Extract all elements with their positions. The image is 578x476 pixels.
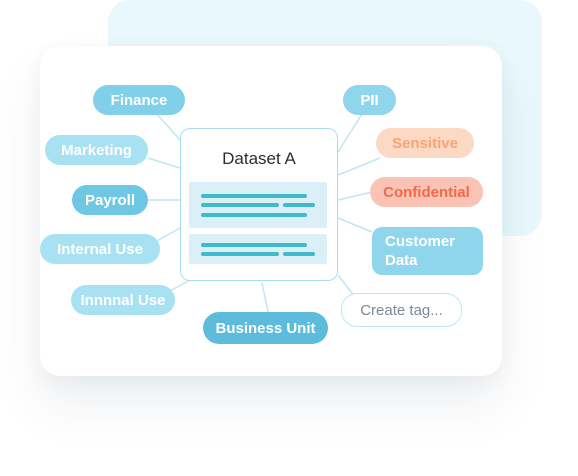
data-line: [201, 252, 279, 256]
data-line: [283, 203, 315, 207]
dataset-card[interactable]: Dataset A: [180, 128, 338, 281]
data-line: [201, 243, 307, 247]
tag-marketing[interactable]: Marketing: [45, 135, 148, 165]
data-line: [283, 252, 315, 256]
tag-sensitive[interactable]: Sensitive: [376, 128, 474, 158]
tag-customer-data-line2: Data: [385, 252, 418, 269]
data-line: [201, 213, 307, 217]
tag-innnnal-use[interactable]: Innnnal Use: [71, 285, 175, 315]
data-block-1: [189, 182, 327, 228]
dataset-title: Dataset A: [222, 149, 296, 168]
create-tag-input[interactable]: Create tag...: [341, 293, 462, 327]
tag-customer-data-line1: Customer: [385, 233, 456, 250]
tag-business-unit[interactable]: Business Unit: [203, 312, 328, 344]
tag-pii[interactable]: PII: [343, 85, 396, 115]
tag-finance[interactable]: Finance: [93, 85, 185, 115]
tag-payroll[interactable]: Payroll: [72, 185, 148, 215]
data-block-2: [189, 234, 327, 264]
tag-internal-use[interactable]: Internal Use: [40, 234, 160, 264]
data-line: [201, 203, 279, 207]
tag-confidential[interactable]: Confidential: [370, 177, 483, 207]
tag-customer-data[interactable]: Customer Data: [372, 227, 483, 275]
data-line: [201, 194, 307, 198]
